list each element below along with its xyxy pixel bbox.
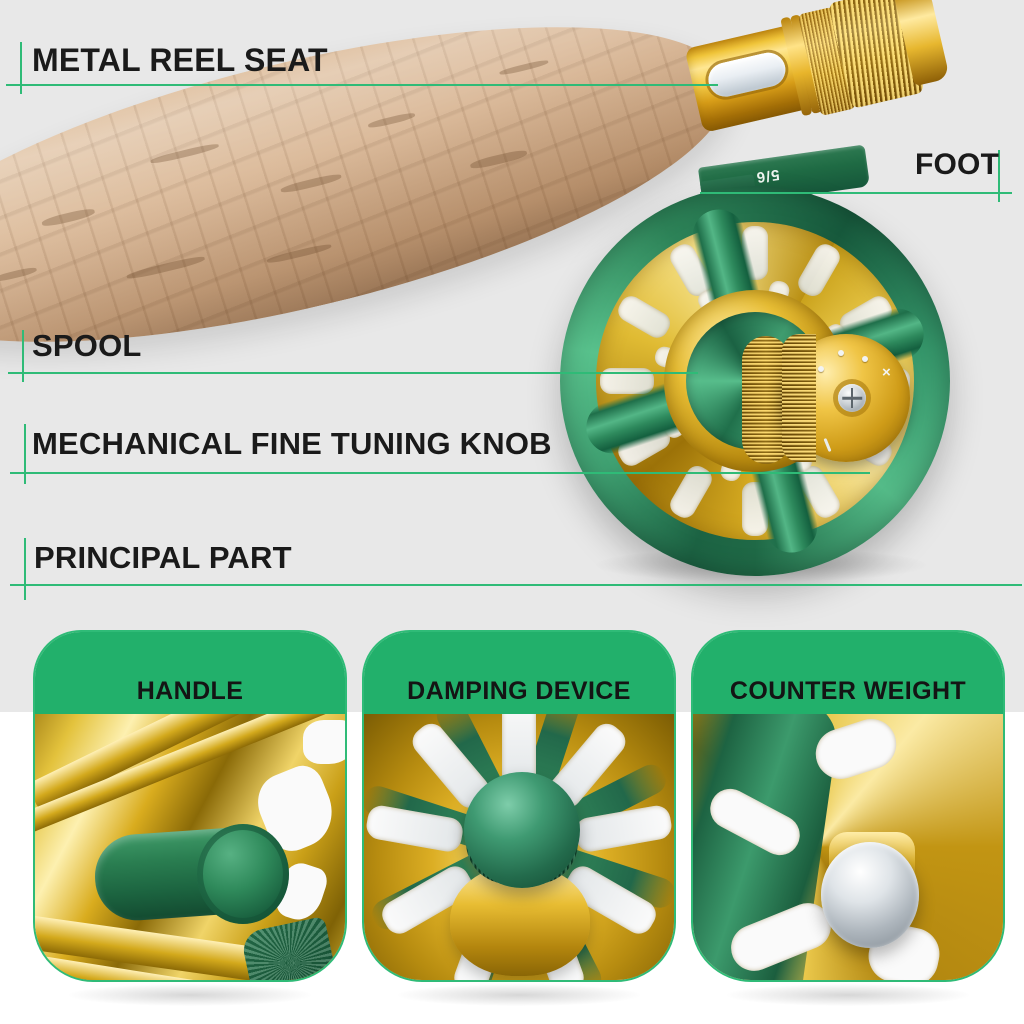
handle-knob: [197, 824, 289, 924]
product-photo-main: 5/6: [0, 0, 1024, 630]
callout-foot: FOOT: [0, 130, 1024, 240]
callout-label-foot: FOOT: [915, 148, 1000, 181]
callout-line: [700, 192, 1012, 194]
callout-label-mechanical-fine-tuning-knob: MECHANICAL FINE TUNING KNOB: [32, 426, 552, 461]
panel-counter-weight-image: [693, 714, 1003, 980]
callout-principal-part: PRINCIPAL PART: [0, 520, 1024, 630]
callout-tick: [22, 330, 24, 382]
panel-damping-device-image: [364, 714, 674, 980]
damping-knob[interactable]: [464, 772, 580, 888]
callout-label-principal-part: PRINCIPAL PART: [34, 540, 292, 575]
callout-metal-reel-seat: METAL REEL SEAT: [0, 0, 1024, 120]
panel-title-handle: HANDLE: [136, 677, 244, 705]
callout-line: [8, 372, 698, 374]
callout-line: [6, 84, 718, 86]
panel-counter-weight[interactable]: COUNTER WEIGHT: [691, 630, 1005, 1010]
callout-label-spool: SPOOL: [32, 328, 142, 363]
callout-spool: SPOOL: [0, 310, 1024, 420]
fly-reel: ×: [560, 186, 950, 576]
panel-title-counter-weight: COUNTER WEIGHT: [729, 677, 967, 705]
drag-knob-knurling: [782, 334, 816, 462]
panel-damping-device[interactable]: DAMPING DEVICE: [362, 630, 676, 1010]
panel-handle[interactable]: HANDLE: [33, 630, 347, 1010]
counter-weight-stud: [821, 842, 919, 948]
callout-tick: [998, 150, 1000, 202]
panel-title-damping-device: DAMPING DEVICE: [407, 677, 631, 705]
callout-tick: [20, 42, 22, 94]
panel-handle-image: [35, 714, 345, 980]
drag-max-marker: ×: [882, 364, 891, 381]
center-screw: [838, 384, 866, 412]
callout-label-metal-reel-seat: METAL REEL SEAT: [32, 42, 328, 78]
callout-tick: [24, 424, 26, 484]
callout-tick: [24, 538, 26, 600]
callout-line: [10, 472, 870, 474]
callout-mechanical-fine-tuning-knob: MECHANICAL FINE TUNING KNOB: [0, 410, 1024, 520]
callout-line: [10, 584, 1022, 586]
detail-panels: HANDLE: [0, 630, 1024, 1024]
